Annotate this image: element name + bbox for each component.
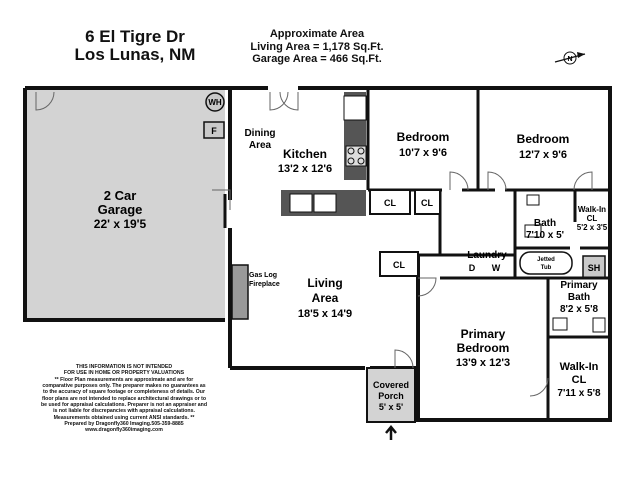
sink-icon — [313, 193, 337, 213]
door-swings — [35, 91, 593, 397]
primary-bedroom-name-1: Primary — [461, 327, 506, 341]
entry-arrow-icon — [385, 425, 397, 440]
walkin-bottom-name-2: CL — [572, 374, 587, 386]
water-heater-icon — [205, 92, 225, 112]
covered-porch — [366, 367, 416, 423]
fireplace-icon — [231, 264, 249, 320]
disclaimer-line: be used for appraisal calculations. Prep… — [40, 402, 208, 409]
disclaimer-line: Prepared by Dragonfly360 Imaging.505-359… — [64, 421, 184, 428]
furnace-label: F — [211, 126, 217, 136]
area-summary: Approximate Area Living Area = 1,178 Sq.… — [232, 28, 402, 66]
garage-dims: 22' x 19'5 — [94, 217, 147, 231]
bedroom1-dims: 10'7 x 9'6 — [399, 147, 447, 159]
disclaimer-line: floor plans are not intended to replace … — [41, 395, 206, 402]
kitchen-dims: 13'2 x 12'6 — [278, 163, 332, 175]
garage-floor — [25, 88, 225, 320]
bedroom2-dims: 12'7 x 9'6 — [519, 149, 567, 161]
bedroom1-name: Bedroom — [397, 130, 450, 144]
walkin-bottom-name-1: Walk-In — [560, 361, 599, 373]
refrigerator-icon — [343, 95, 367, 121]
walkin-top-dims: 5'2 x 3'5 — [577, 223, 608, 232]
disclaimer-line: FOR USE IN HOME OR PROPERTY VALUATIONS — [63, 370, 185, 377]
porch-dims: 5' x 5' — [379, 402, 403, 412]
disclaimer-line: THIS INFORMATION IS NOT INTENDED — [75, 364, 173, 370]
primary-toilet-icon — [592, 317, 606, 333]
area-title: Approximate Area — [269, 28, 365, 40]
furnace-icon — [203, 121, 225, 139]
property-address: 6 El Tigre Dr Los Lunas, NM — [62, 28, 208, 64]
disclaimer-line: to the accuracy of square footage or com… — [42, 389, 205, 396]
primary-bedroom-name-2: Bedroom — [457, 341, 510, 355]
primary-bath-name-2: Bath — [568, 292, 590, 303]
bath-dims: 7'10 x 5' — [526, 230, 564, 241]
fireplace-label-2: Fireplace — [249, 281, 280, 288]
jetted-tub-label-2: Tub — [541, 265, 552, 271]
walkin-top-name-1: Walk-In — [578, 205, 606, 214]
dining-name-1: Dining — [244, 128, 275, 139]
bath-name: Bath — [534, 218, 556, 229]
closet-hall — [414, 189, 441, 215]
closet-label-2: CL — [421, 198, 433, 208]
primary-bedroom-dims: 13'9 x 12'3 — [456, 357, 510, 369]
address-line-1: 6 El Tigre Dr — [85, 27, 185, 46]
exterior-walls — [23, 86, 612, 422]
living-name-2: Area — [312, 291, 339, 305]
garage-name-2: Garage — [98, 202, 143, 217]
closet-label-1: CL — [384, 198, 396, 208]
garage-name-1: 2 Car — [104, 188, 137, 203]
living-name-1: Living — [307, 276, 342, 290]
water-heater-label: WH — [208, 98, 222, 107]
vanity-sink-icon — [524, 224, 542, 238]
closet-label-3: CL — [393, 260, 405, 270]
kitchen-name: Kitchen — [283, 147, 327, 161]
primary-bath-dims: 8'2 x 5'8 — [560, 304, 599, 315]
disclaimer-line: Measurements obtained using current ANSI… — [53, 414, 195, 421]
dryer-label: D — [469, 263, 476, 273]
jetted-tub-icon — [519, 251, 573, 275]
dining-name-2: Area — [249, 140, 272, 151]
porch-name-1: Covered — [373, 380, 409, 390]
toilet-icon — [526, 194, 540, 206]
walkin-bottom-dims: 7'11 x 5'8 — [557, 388, 601, 399]
living-dims: 18'5 x 14'9 — [298, 308, 352, 320]
porch-name-2: Porch — [378, 391, 404, 401]
disclaimer-line: www.dragonfly360imaging.com — [85, 427, 163, 434]
disclaimer-line: ** Floor Plan measurements are approxima… — [54, 376, 194, 383]
primary-bath-name-1: Primary — [560, 280, 598, 291]
disclaimer-line: is not liable for discrepancies with app… — [53, 408, 195, 415]
shower-label: SH — [588, 263, 601, 273]
closet-living — [379, 251, 419, 277]
dishwasher-icon — [289, 193, 313, 213]
disclaimer: THIS INFORMATION IS NOT INTENDED FOR USE… — [28, 364, 220, 434]
north-arrow-icon: N — [554, 51, 586, 65]
living-area-text: Living Area = 1,178 Sq.Ft. — [250, 40, 384, 53]
walkin-top-name-2: CL — [587, 214, 598, 223]
jetted-tub-label-1: Jetted — [537, 257, 555, 263]
primary-sink-icon — [552, 317, 568, 331]
washer-label: W — [492, 263, 501, 273]
garage-area-text: Garage Area = 466 Sq.Ft. — [252, 53, 382, 66]
laundry-name: Laundry — [467, 250, 507, 261]
compass-label: N — [567, 56, 572, 63]
bedroom2-name: Bedroom — [517, 132, 570, 146]
fireplace-label-1: Gas Log — [249, 272, 277, 279]
disclaimer-line: comparative purposes only. The preparer … — [42, 383, 206, 390]
room-labels: 2 Car Garage 22' x 19'5 Dining Area Kitc… — [94, 128, 608, 412]
closet-bedroom-1 — [369, 189, 411, 215]
address-line-2: Los Lunas, NM — [74, 44, 196, 64]
range-icon — [345, 145, 367, 167]
